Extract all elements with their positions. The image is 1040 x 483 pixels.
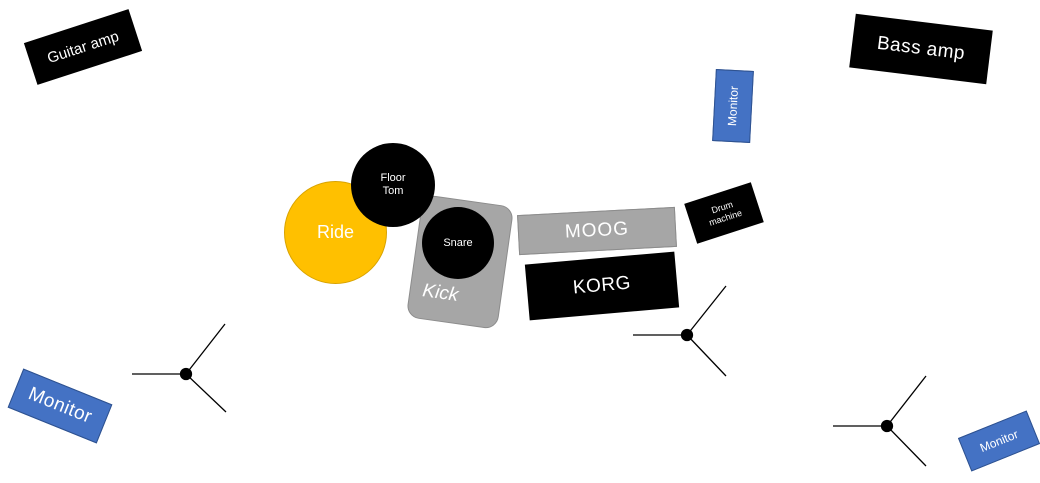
mic-stand-center <box>633 285 727 377</box>
floor-tom-label-line1: Floor <box>380 172 406 184</box>
bass-amp-label: Bass amp <box>875 32 967 65</box>
kick-label: Kick <box>421 280 460 306</box>
floor-tom-label-line2: Tom <box>382 185 404 197</box>
snare-label: Snare <box>443 237 473 249</box>
snare-drum: Snare <box>422 207 494 279</box>
monitor-top: Monitor <box>712 69 754 143</box>
guitar-amp-label: Guitar amp <box>45 27 121 67</box>
ride-label: Ride <box>316 222 355 242</box>
mic-stand-right <box>833 375 927 467</box>
monitor-right-label: Monitor <box>977 427 1021 455</box>
moog-synth: MOOG <box>517 206 677 256</box>
monitor-top-label: Monitor <box>724 85 742 127</box>
floor-tom: Floor Tom <box>351 143 435 227</box>
mic-stand-left <box>132 323 227 413</box>
moog-label: MOOG <box>564 218 630 243</box>
korg-label: KORG <box>572 272 632 299</box>
